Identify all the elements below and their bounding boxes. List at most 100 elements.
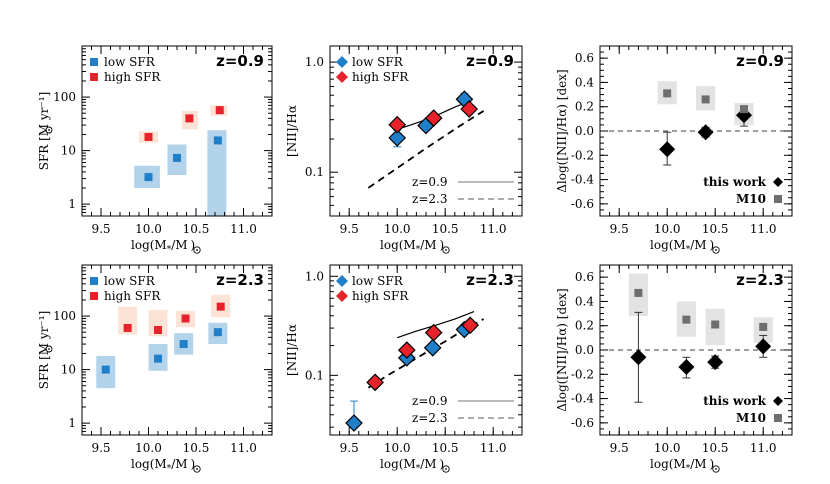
- y-axis-label: SFR [M yr⁻¹]: [37, 92, 51, 171]
- y-tick-label: -0.2: [571, 148, 594, 162]
- x-tick-label: 9.5: [610, 441, 629, 455]
- legend-marker: [773, 177, 783, 187]
- x-tick-label: 11.0: [750, 441, 777, 455]
- y-tick-label: 1.0: [305, 55, 324, 69]
- x-tick-label: 10.0: [654, 441, 681, 455]
- x-tick-label: 9.5: [340, 222, 359, 236]
- x-tick-label: 11.0: [750, 222, 777, 236]
- y-axis-label: [NII]/Hα: [285, 105, 299, 157]
- legend-label: high SFR: [104, 289, 161, 303]
- x-tick-label: 10.0: [384, 441, 411, 455]
- y-tick-label: 0.4: [575, 294, 594, 308]
- x-tick-label: 10.5: [702, 441, 729, 455]
- data-point: [460, 100, 479, 118]
- data-point: [634, 288, 643, 297]
- data-point: [216, 302, 225, 311]
- data-point: [424, 323, 443, 342]
- x-tick-label: 9.5: [91, 222, 110, 236]
- range-box: [207, 130, 227, 216]
- legend-label: this work: [703, 175, 766, 189]
- x-axis-label: log(M*/M ): [650, 238, 714, 255]
- legend-label: high SFR: [104, 70, 161, 84]
- x-tick-label: 9.5: [91, 441, 110, 455]
- x-axis-label: log(M*/M ): [131, 457, 195, 474]
- sun-symbol-dot: [445, 249, 447, 251]
- x-tick-label: 11.0: [480, 222, 507, 236]
- data-point: [173, 153, 181, 162]
- x-tick-label: 9.5: [610, 222, 629, 236]
- data-point: [711, 320, 720, 329]
- plot-area: [367, 90, 485, 189]
- y-tick-label: 1: [68, 416, 76, 430]
- data-point: [663, 89, 672, 98]
- sun-symbol: [712, 465, 720, 473]
- y-tick-label: 0.1: [305, 368, 324, 382]
- sun-symbol: [442, 465, 450, 473]
- sun-symbol-dot: [196, 249, 198, 251]
- data-point: [185, 114, 194, 123]
- sun-symbol-dot: [445, 468, 447, 470]
- legend-marker: [336, 56, 348, 68]
- y-tick-label: -0.6: [571, 416, 594, 430]
- x-tick-label: 11.0: [230, 222, 257, 236]
- x-tick-label: 10.5: [183, 222, 210, 236]
- curve-solid: [397, 311, 475, 339]
- y-tick-label: 1.0: [305, 269, 324, 283]
- y-tick-label: 10: [61, 144, 76, 158]
- legend-label: low SFR: [352, 55, 404, 69]
- sun-symbol: [442, 246, 450, 254]
- data-point: [707, 354, 724, 371]
- y-tick-label: 0.6: [575, 51, 594, 65]
- line-legend-label: z=0.9: [412, 394, 447, 408]
- x-tick-label: 10.5: [702, 222, 729, 236]
- data-point: [213, 136, 222, 145]
- data-point: [630, 349, 647, 366]
- legend-label: M10: [736, 411, 766, 425]
- data-point: [388, 115, 407, 134]
- redshift-label: z=2.3: [736, 271, 784, 289]
- legend-marker: [336, 275, 348, 287]
- y-tick-label: 0.0: [575, 343, 594, 357]
- legend-label: low SFR: [104, 55, 156, 69]
- legend-marker: [774, 195, 782, 203]
- legend-label: low SFR: [352, 274, 404, 288]
- data-point: [366, 373, 384, 392]
- x-tick-label: 9.5: [340, 441, 359, 455]
- sun-symbol: [45, 345, 53, 353]
- data-point: [123, 323, 132, 332]
- y-tick-label: -0.4: [571, 173, 595, 187]
- y-tick-label: 0.4: [575, 75, 594, 89]
- legend-marker: [773, 396, 783, 406]
- data-point: [424, 109, 443, 127]
- y-axis-label: [NII]/Hα: [285, 324, 299, 376]
- x-tick-label: 10.0: [135, 441, 162, 455]
- legend-marker: [774, 414, 782, 422]
- range-box: [118, 306, 138, 335]
- x-tick-label: 11.0: [230, 441, 257, 455]
- data-point: [215, 106, 224, 115]
- redshift-label: z=0.9: [466, 52, 514, 70]
- legend-marker: [90, 292, 98, 300]
- line-legend-label: z=0.9: [412, 175, 447, 189]
- y-label-sun: [45, 126, 53, 134]
- data-point: [397, 341, 416, 359]
- y-tick-label: -0.4: [571, 392, 595, 406]
- y-tick-label: -0.2: [571, 367, 594, 381]
- y-tick-label: 0.1: [305, 165, 324, 179]
- data-point: [179, 340, 188, 349]
- data-point: [144, 132, 153, 141]
- plot-area: [600, 273, 792, 403]
- legend-marker: [90, 58, 98, 66]
- y-axis-label: Δlog([NII]/Hα) [dex]: [555, 69, 569, 192]
- legend-label: low SFR: [104, 274, 156, 288]
- legend-marker: [336, 290, 348, 302]
- data-point: [213, 328, 222, 337]
- x-axis-label: log(M*/M ): [380, 457, 444, 474]
